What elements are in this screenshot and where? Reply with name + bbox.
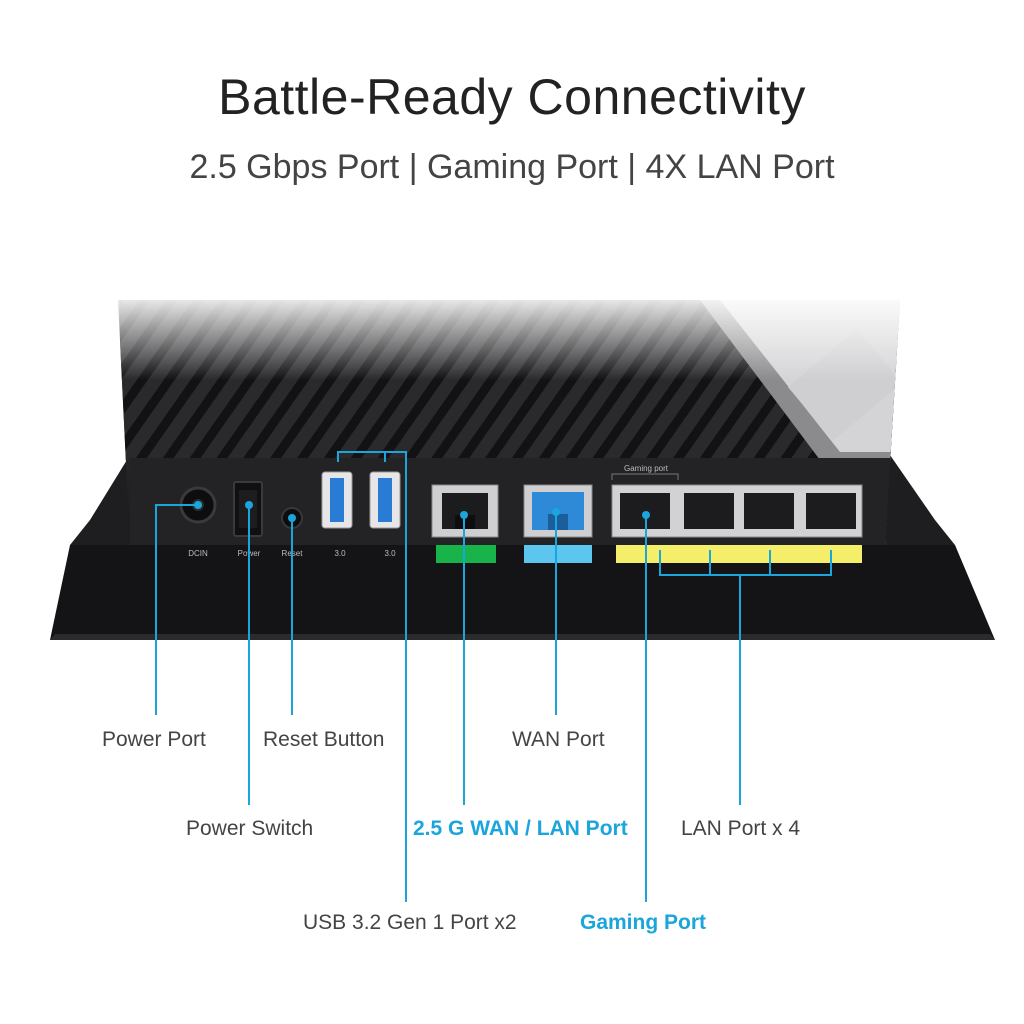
callout-wan-port: WAN Port [512, 728, 605, 751]
callout-2-5g-wan-lan: 2.5 G WAN / LAN Port [413, 817, 628, 840]
callout-lan-port: LAN Port x 4 [681, 817, 801, 840]
page-subtitle: 2.5 Gbps Port | Gaming Port | 4X LAN Por… [189, 148, 835, 186]
label-usb-1: 3.0 [334, 549, 346, 558]
label-gaming-port: Gaming port [624, 464, 669, 473]
label-usb-2: 3.0 [384, 549, 396, 558]
callout-reset-button: Reset Button [263, 728, 385, 751]
usb-port-2 [369, 471, 401, 529]
callout-power-switch: Power Switch [186, 817, 314, 840]
callout-dots [194, 501, 650, 522]
callout-usb: USB 3.2 Gen 1 Port x2 [303, 911, 517, 934]
callout-leader-lines [155, 451, 832, 902]
lan-color-strip [616, 545, 862, 563]
router-stand [50, 545, 995, 640]
lan-port-block [611, 484, 863, 538]
page-title: Battle-Ready Connectivity [218, 69, 806, 125]
callout-gaming-port: Gaming Port [580, 911, 707, 934]
usb-port-1 [321, 471, 353, 529]
port-wan-color-strip [524, 545, 592, 563]
port-2-5g-color-strip [436, 545, 496, 563]
port-wan [523, 484, 593, 538]
label-dcin: DCIN [188, 549, 208, 558]
callout-power-port: Power Port [102, 728, 206, 751]
